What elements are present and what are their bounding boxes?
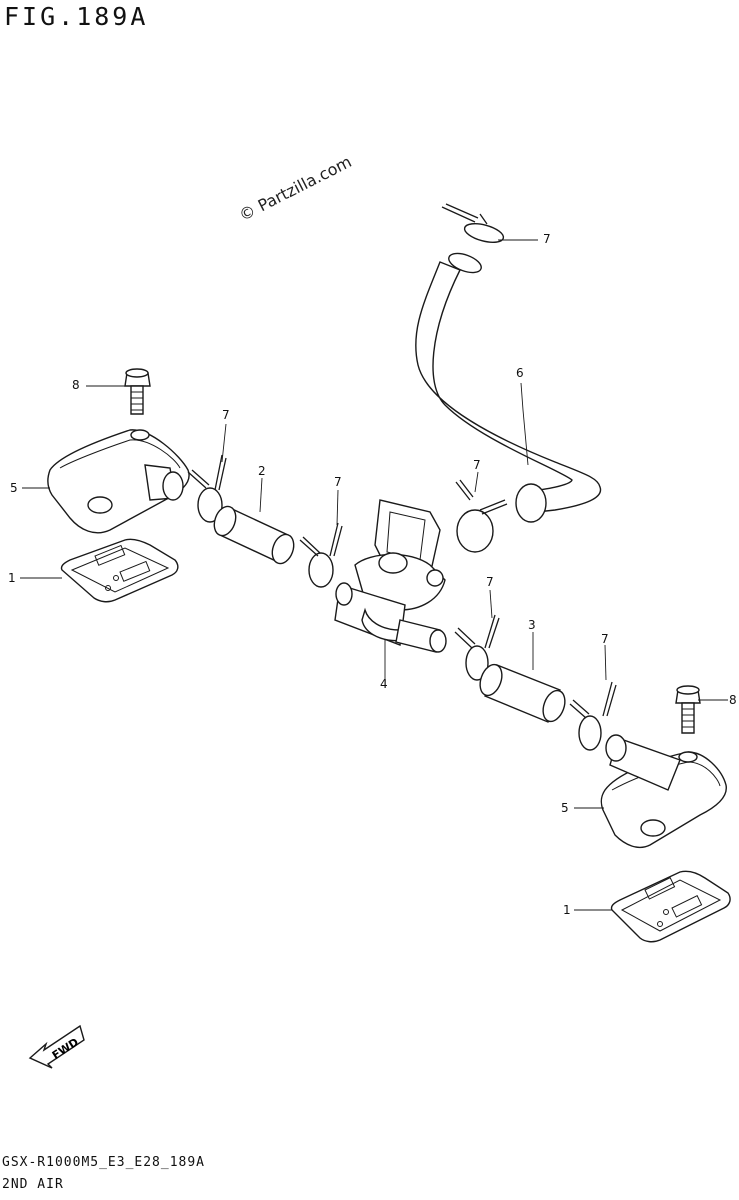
hose-middle-left [213,505,295,565]
figure-title: FIG.189A [4,2,149,31]
section-name: 2ND AIR [2,1177,64,1192]
cover-right [600,734,727,849]
callout-clamp-hose6: 7 [473,458,481,472]
clamp-center [299,522,343,588]
callout-hose-middle-left: 2 [258,464,266,478]
clamp-valve-right [454,614,500,681]
plate-left [60,538,179,603]
callout-cover-right: 5 [561,801,569,815]
clamp-right [569,681,617,751]
callout-clamp-right: 7 [601,632,609,646]
hose-long [415,252,602,523]
callout-clamp-valve-right: 7 [486,575,494,589]
callout-cover-left: 5 [10,481,18,495]
hose-middle-right [479,663,566,723]
plate-right [610,870,731,943]
callout-clamp-center: 7 [334,475,342,489]
clamp-hose6 [455,479,508,553]
air-valve [334,499,447,653]
fwd-arrow: FWD [28,1024,85,1069]
cover-left [47,429,190,534]
callout-valve: 4 [380,677,388,691]
callout-bolt-right: 8 [729,693,737,707]
callout-hose-middle-right: 3 [528,618,536,632]
bolt-left [124,368,151,415]
callout-clamp-top: 7 [543,232,551,246]
bolt-right [675,685,701,734]
clamp-top [441,203,505,244]
callout-hose-long: 6 [516,366,524,380]
callout-bolt-left: 8 [72,378,80,392]
model-code: GSX-R1000M5_E3_E28_189A [2,1155,206,1170]
callout-clamp-left: 7 [222,408,230,422]
clamp-left [187,454,227,523]
callout-plate-left: 1 [8,571,16,585]
leader-lines [20,239,728,911]
callout-plate-right: 1 [563,903,571,917]
